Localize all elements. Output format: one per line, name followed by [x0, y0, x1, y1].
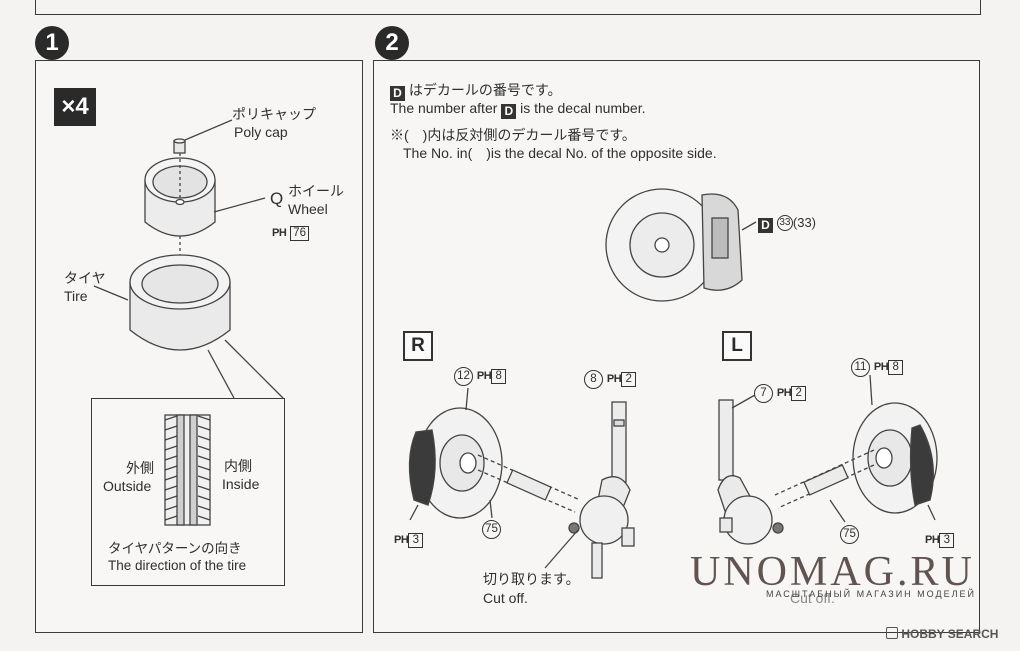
- l-hub-assembly: [717, 374, 938, 545]
- ph-prefix: PH: [873, 361, 889, 373]
- outside-label-en: Outside: [103, 478, 152, 494]
- ph-part-number: 2: [791, 386, 807, 401]
- r-shaft-ref: 75: [482, 520, 501, 539]
- inside-label-en: Inside: [222, 476, 260, 492]
- l-shaft-ref: 75: [840, 525, 859, 544]
- step-2-panel: [373, 60, 980, 633]
- wheel-part-ref: PH 76: [272, 224, 309, 242]
- wheel-label-jp: ホイール: [288, 183, 344, 199]
- decal-number: 33: [776, 215, 793, 232]
- decal-note-en-post: is the decal number.: [520, 100, 646, 116]
- part-number: 12: [454, 367, 473, 386]
- part-number: 75: [482, 520, 501, 539]
- ph-prefix: PH: [394, 533, 409, 546]
- step-2-badge: 2: [375, 26, 409, 60]
- opposite-note-jp: ※( )内は反対側のデカール番号です。: [390, 127, 636, 143]
- wheel-part: [144, 153, 266, 237]
- side-l-label: L: [722, 331, 752, 361]
- tire-label-jp: タイヤ: [64, 270, 106, 286]
- decal-marker: D: [758, 218, 773, 233]
- wheel-letter: Q: [270, 189, 284, 208]
- ph-prefix: PH: [476, 370, 492, 382]
- part-number: 75: [840, 525, 859, 544]
- decal-note-en: The number after D is the decal number.: [390, 100, 645, 119]
- polycap-label-jp: ポリキャップ: [232, 106, 316, 122]
- decal-marker: D: [501, 104, 517, 119]
- part-number: 7: [754, 384, 773, 403]
- wheel-part-number: 76: [290, 225, 309, 241]
- decal-note-jp: D はデカールの番号です。: [390, 82, 562, 101]
- credit-icon: [886, 627, 898, 639]
- decal-marker: D: [390, 86, 405, 101]
- r-hub-assembly: [408, 387, 635, 579]
- part-number: 11: [851, 358, 870, 377]
- cut-off-label-en: Cut off.: [483, 590, 528, 606]
- inside-label-jp: 内側: [224, 458, 252, 474]
- decal-number-opposite: (33): [792, 215, 817, 230]
- direction-label-en: The direction of the tire: [108, 558, 247, 573]
- ph-prefix: PH: [776, 387, 792, 399]
- tire-tread-pattern: [164, 414, 211, 526]
- ph-part-number: 8: [888, 360, 904, 375]
- watermark-brand: UNOMAG.RU: [690, 549, 975, 595]
- ph-prefix: PH: [606, 373, 622, 385]
- quantity-badge: ×4: [54, 88, 96, 126]
- direction-label-jp: タイヤパターンの向き: [108, 541, 242, 556]
- decal-note-en-pre: The number after: [390, 100, 498, 116]
- ph-part-number: 3: [408, 532, 424, 548]
- side-r-label: R: [403, 331, 433, 361]
- hobby-search-credit: HOBBY SEARCH: [886, 627, 998, 641]
- outside-label-jp: 外側: [126, 460, 154, 476]
- wheel-label-en: Wheel: [288, 201, 328, 217]
- tire-label-en: Tire: [64, 288, 88, 304]
- ph-part-number: 8: [491, 369, 507, 384]
- credit-text: HOBBY SEARCH: [901, 627, 999, 641]
- polycap-label-en: Poly cap: [234, 124, 288, 140]
- ph-prefix: PH: [925, 533, 940, 546]
- ph-prefix: PH: [272, 226, 287, 239]
- cut-off-label-jp: 切り取ります。: [483, 571, 580, 587]
- caliper-decal-ref: D 33(33): [758, 214, 816, 233]
- cut-off-label-en-l: Cut off.: [790, 590, 835, 606]
- part-number: 8: [584, 370, 603, 389]
- poly-cap-part: [173, 119, 233, 154]
- opposite-note-en: The No. in( )is the decal No. of the opp…: [403, 145, 717, 161]
- watermark-tagline: МАСШТАБНЫЙ МАГАЗИН МОДЕЛЕЙ: [766, 589, 976, 599]
- brake-disc-caliper: [605, 188, 757, 302]
- decal-note-jp-text: はデカールの番号です。: [408, 82, 562, 98]
- ph-part-number: 3: [939, 532, 955, 548]
- top-frame: [35, 0, 981, 15]
- step-1-badge: 1: [35, 26, 69, 60]
- tire-part: [93, 236, 284, 399]
- ph-part-number: 2: [621, 372, 637, 387]
